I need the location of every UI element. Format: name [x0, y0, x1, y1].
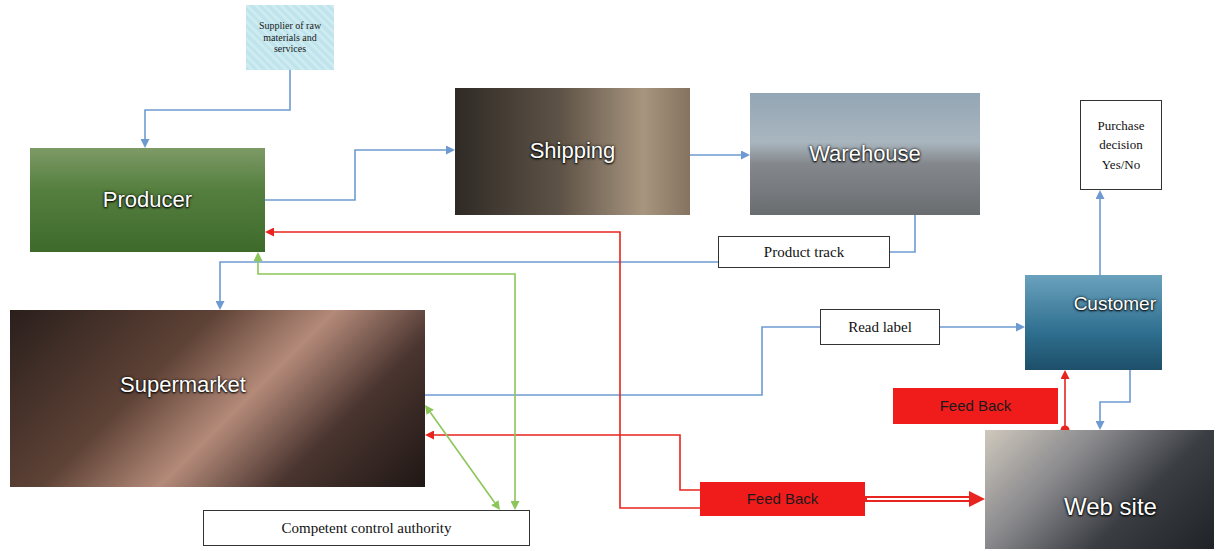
flow-arrow	[690, 154, 741, 156]
flow-arrow	[220, 262, 718, 301]
producer-photo: Producer	[30, 148, 265, 252]
node-text: Shipping	[530, 138, 616, 164]
flow-arrow	[265, 150, 446, 200]
customer-photo: Customer	[1025, 275, 1162, 370]
flow-arrow	[1064, 379, 1066, 430]
double-line-gap	[867, 498, 969, 500]
process-box: Read label	[820, 309, 940, 345]
node-text: Product track	[764, 243, 844, 261]
node-text: Competent control authority	[282, 519, 452, 537]
node-text: Warehouse	[809, 141, 921, 167]
authority-box: Competent control authority	[203, 510, 530, 546]
flow-arrow	[145, 70, 290, 139]
double-line-group	[867, 499, 969, 500]
flow-arrow	[430, 412, 495, 502]
warehouse-photo: Warehouse	[750, 93, 980, 215]
shipping-photo: Shipping	[455, 88, 690, 215]
decision-box: Purchase decision Yes/No	[1080, 100, 1162, 190]
double-arrow	[865, 496, 969, 502]
node-text: Purchase decision Yes/No	[1085, 116, 1157, 175]
node-text: Read label	[848, 318, 912, 336]
flow-arrow	[890, 215, 915, 252]
supermarket-photo: Supermarket	[10, 310, 425, 487]
flow-arrow	[1099, 199, 1101, 275]
flow-arrow	[1100, 370, 1130, 421]
edge-label: Feed Back	[940, 397, 1012, 415]
website-photo: Web site	[985, 430, 1214, 549]
flow-arrow	[434, 435, 700, 490]
node-text: Customer	[1074, 293, 1156, 316]
process-box: Product track	[718, 236, 890, 268]
flow-arrow	[425, 327, 820, 395]
edge-label-box: Feed Back	[893, 388, 1058, 424]
flow-arrow	[940, 326, 1016, 328]
supplier-box: Supplier of raw materials and services	[246, 5, 334, 70]
feedback-box: Feed Back	[700, 482, 865, 516]
node-text: Supermarket	[120, 372, 246, 398]
node-text: Supplier of raw materials and services	[249, 20, 331, 55]
node-text: Web site	[1064, 493, 1157, 522]
node-text: Producer	[103, 187, 192, 213]
node-text: Feed Back	[747, 490, 819, 508]
